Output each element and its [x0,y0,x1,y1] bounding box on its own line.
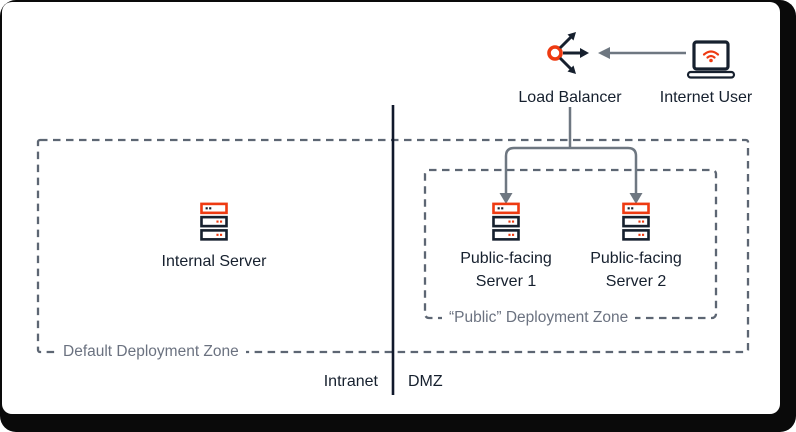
public-server-2-label: Public-facing Server 2 [590,250,682,290]
load-balancer-label: Load Balancer [518,89,622,106]
public-server-1-label: Public-facing Server 1 [460,250,552,290]
internet-user-label: Internet User [659,89,753,106]
load-balancer-icon [546,28,592,78]
public-zone-border [423,168,718,320]
public-server-1-icon [492,202,520,242]
internal-server-icon [200,202,228,242]
public-zone-label: “Public” Deployment Zone [442,308,636,328]
dmz-label: DMZ [408,373,443,390]
default-zone-label: Default Deployment Zone [56,342,246,362]
public-server-2-icon [622,202,650,242]
intranet-label: Intranet [323,373,378,390]
internal-server-label: Internal Server [161,253,267,270]
laptop-wifi-icon [686,40,736,80]
arrow-loadbalancer-to-servers [499,107,643,204]
arrow-internetuser-to-loadbalancer [598,47,686,59]
diagram-card: Load Balancer Internet User Internal Ser… [2,2,780,414]
